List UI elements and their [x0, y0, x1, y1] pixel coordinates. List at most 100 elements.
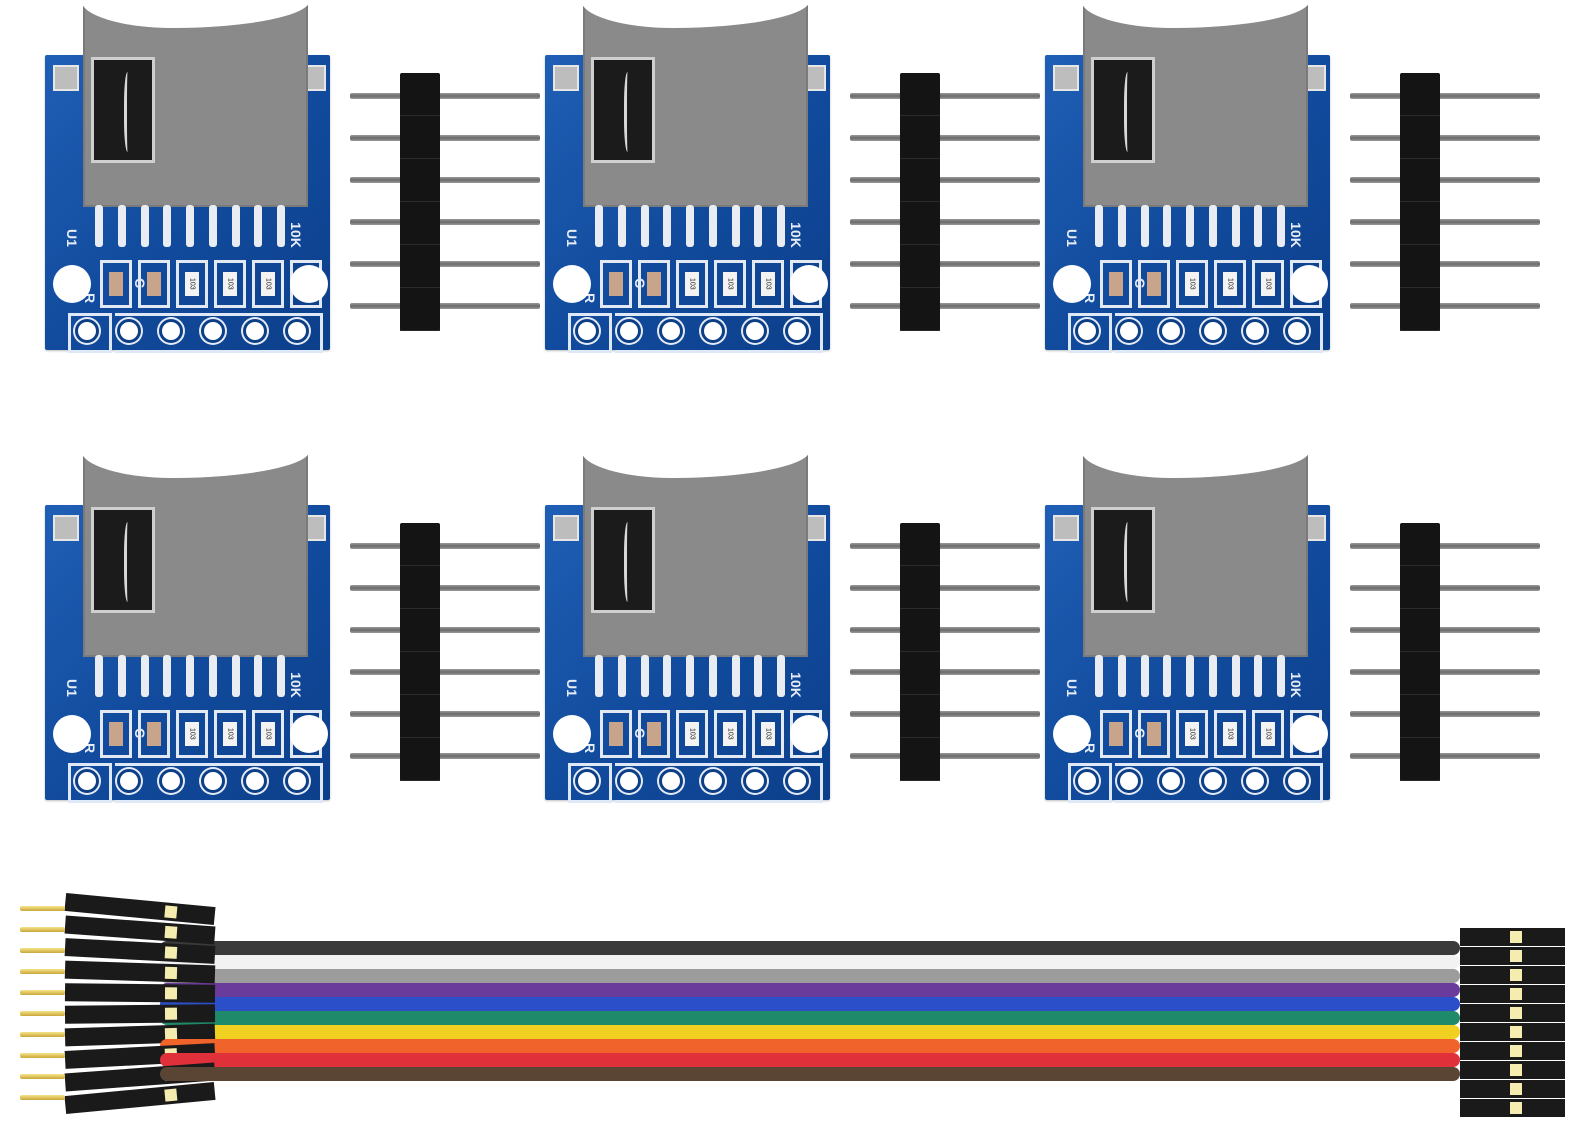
- latch-spring: [124, 72, 133, 152]
- smd-components: 103103103103: [100, 710, 322, 758]
- header-segment: [900, 202, 940, 245]
- through-hole: [75, 769, 99, 793]
- card-contact: [208, 205, 217, 247]
- card-contact: [208, 655, 217, 697]
- male-connector: [64, 960, 216, 984]
- resistor: 103: [252, 260, 284, 308]
- card-contact: [777, 655, 785, 697]
- component-body: [647, 272, 661, 296]
- smd-components: 103103103103: [1100, 710, 1322, 758]
- jumper-wire: [160, 1011, 1460, 1025]
- header-pin: [350, 219, 540, 225]
- mounting-pad: [553, 65, 579, 91]
- card-contact: [663, 205, 672, 247]
- smd-components: 103103103103: [1100, 260, 1322, 308]
- component-body: [109, 722, 123, 746]
- silkscreen-u1: U1: [563, 229, 580, 247]
- through-hole: [201, 769, 225, 793]
- resistor: 103: [676, 710, 708, 758]
- header-pin: [350, 303, 540, 309]
- pcb-board: U1 10K R C 103103103103: [545, 450, 830, 803]
- through-hole: [785, 769, 809, 793]
- card-contact: [254, 205, 263, 247]
- through-hole: [575, 769, 599, 793]
- female-connector: [1460, 1080, 1565, 1098]
- header-pin: [850, 135, 1040, 141]
- latch-spring: [1124, 522, 1133, 602]
- female-connector: [1460, 985, 1565, 1003]
- card-contact: [1095, 205, 1103, 247]
- card-contacts: [595, 655, 785, 700]
- card-contact: [1231, 205, 1240, 247]
- card-contact: [1208, 655, 1217, 697]
- smd-components: 103103103103: [100, 260, 322, 308]
- header-pin: [1350, 135, 1540, 141]
- through-hole: [659, 769, 683, 793]
- header-pin: [350, 585, 540, 591]
- card-contacts: [1095, 655, 1285, 700]
- connector-latch: [164, 966, 178, 980]
- connector-latch: [164, 946, 178, 959]
- jumper-wire: [160, 997, 1460, 1011]
- header-pin: [350, 627, 540, 633]
- capacitor: [1138, 710, 1170, 758]
- component-body: 103: [261, 722, 275, 746]
- pin-row-outline: [615, 763, 823, 803]
- resistor: 103: [214, 260, 246, 308]
- card-contact: [95, 205, 103, 247]
- pin1-outline: [68, 313, 112, 353]
- connector-latch: [164, 987, 178, 1000]
- card-contact: [231, 205, 240, 247]
- component-body: 103: [1223, 272, 1237, 296]
- resistor: 103: [214, 710, 246, 758]
- smd-components: 103103103103: [600, 260, 822, 308]
- silkscreen-u1: U1: [1063, 229, 1080, 247]
- card-contact: [1163, 205, 1172, 247]
- through-hole: [743, 319, 767, 343]
- header-pin: [350, 261, 540, 267]
- connector-latch: [1510, 1026, 1522, 1038]
- pin1-outline: [1068, 313, 1112, 353]
- header-segment: [1400, 288, 1440, 331]
- silkscreen-10k: 10K: [287, 222, 304, 248]
- microsd-module: U1 10K R C 103103103103: [1040, 450, 1540, 810]
- card-contact: [617, 205, 626, 247]
- through-hole: [1243, 769, 1267, 793]
- female-connector: [1460, 928, 1565, 946]
- pin-row-outline: [1115, 763, 1323, 803]
- header-pin: [850, 753, 1040, 759]
- resistor: 103: [752, 260, 784, 308]
- through-hole: [701, 319, 725, 343]
- microsd-module: U1 10K R C 103103103103: [1040, 0, 1540, 360]
- card-contact: [1186, 655, 1194, 697]
- latch-spring: [624, 522, 633, 602]
- slot-opening: [581, 450, 810, 478]
- card-latch: [1091, 57, 1155, 163]
- resistor: 103: [1176, 710, 1208, 758]
- through-hole: [785, 319, 809, 343]
- card-contact: [117, 655, 126, 697]
- header-segment: [400, 73, 440, 116]
- gold-pin: [20, 906, 65, 911]
- card-contact: [1277, 205, 1285, 247]
- pcb-board: U1 10K R C 103103103103: [1045, 0, 1330, 353]
- card-contact: [686, 205, 694, 247]
- silkscreen-10k: 10K: [287, 672, 304, 698]
- silkscreen-u1: U1: [63, 679, 80, 697]
- header-housing: [1400, 73, 1440, 331]
- connector-latch: [1510, 1007, 1522, 1019]
- card-contact: [1140, 205, 1149, 247]
- resistor: 103: [1252, 710, 1284, 758]
- gold-pin: [20, 1053, 65, 1058]
- card-contact: [1254, 655, 1263, 697]
- header-segment: [400, 609, 440, 652]
- card-contact: [708, 205, 717, 247]
- header-segment: [1400, 245, 1440, 288]
- header-pin: [850, 177, 1040, 183]
- pin-header: [850, 523, 1040, 783]
- header-housing: [400, 523, 440, 781]
- component-body: 103: [685, 722, 699, 746]
- card-contact: [186, 205, 194, 247]
- header-segment: [1400, 116, 1440, 159]
- component-body: 103: [1223, 722, 1237, 746]
